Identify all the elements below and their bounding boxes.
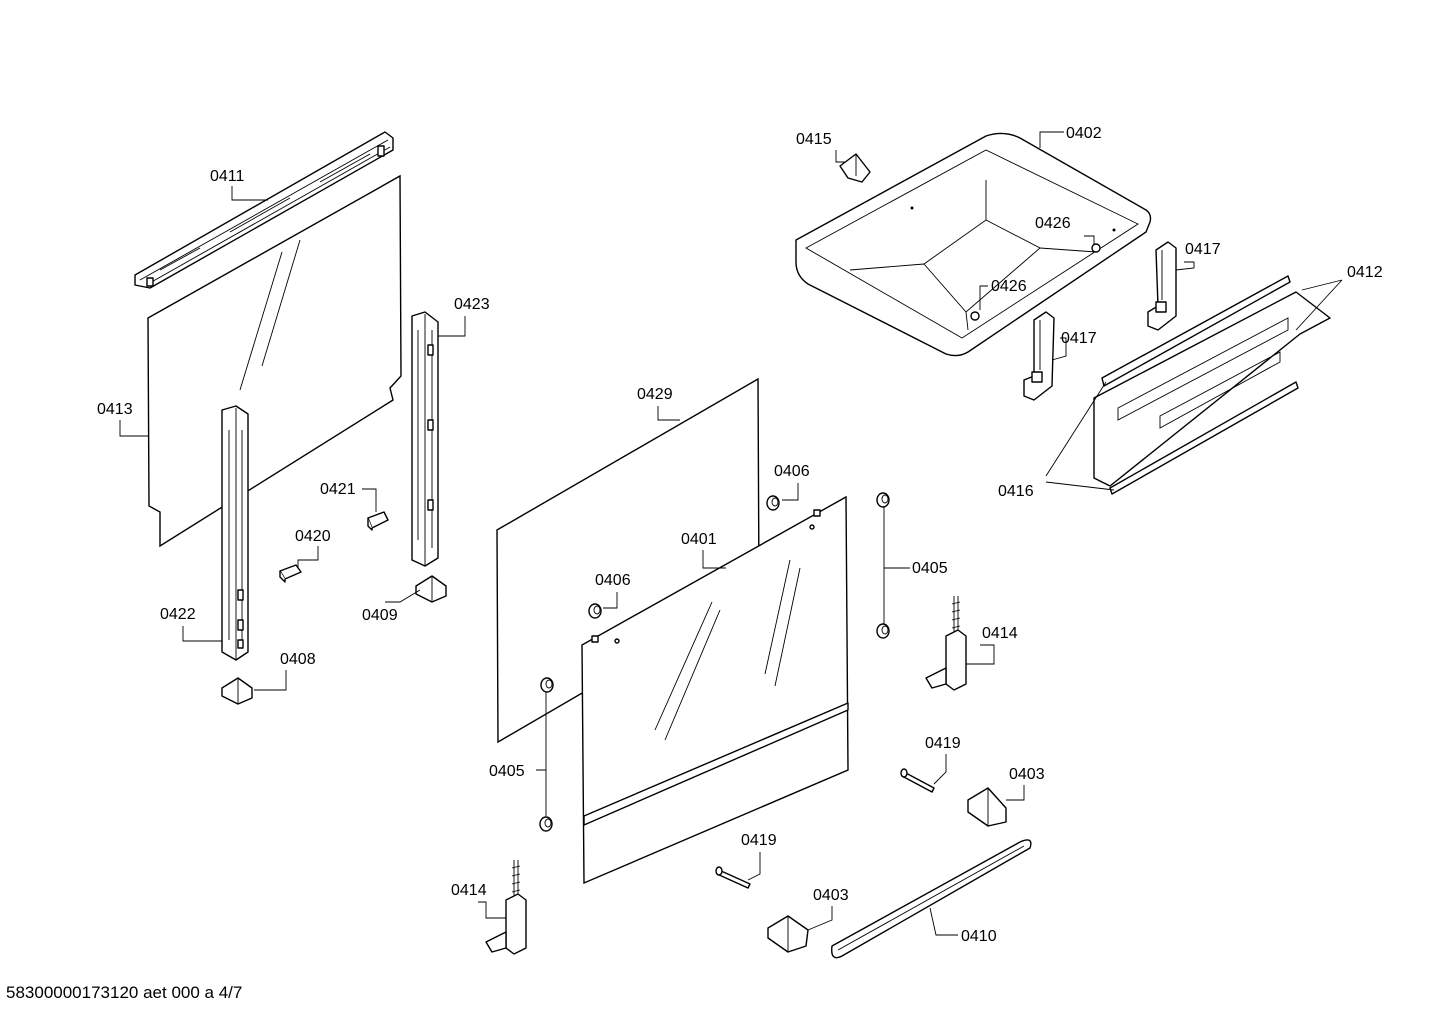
- part-0410-handle-bar: [831, 839, 1032, 959]
- callout-0405-b: 0405: [489, 763, 525, 780]
- part-0408-hinge-bracket: [221, 677, 253, 705]
- part-0419-screw-b: [715, 866, 751, 889]
- callout-0423: 0423: [454, 296, 490, 313]
- callout-0422: 0422: [160, 606, 196, 623]
- drawing-reference-footer: 58300000173120 aet 000 a 4/7: [6, 983, 243, 1002]
- callout-0429: 0429: [637, 386, 673, 403]
- callout-0406-b: 0406: [595, 572, 631, 589]
- part-0420-clip: [279, 564, 302, 583]
- callout-0419-a: 0419: [925, 735, 961, 752]
- part-0421-clip: [367, 511, 389, 531]
- callout-0414-b: 0414: [451, 882, 487, 899]
- part-0403-end-cap-b: [767, 915, 809, 953]
- callout-0406-a: 0406: [774, 463, 810, 480]
- part-0406-spacer-b: [588, 603, 602, 619]
- part-0417-runner-a: [1147, 241, 1177, 331]
- part-0403-end-cap-a: [967, 787, 1007, 827]
- callout-labels: 0411 0413 0423 0421 0420 0409 0422 0408 …: [97, 125, 1383, 945]
- callout-0415: 0415: [796, 131, 832, 148]
- part-0415-bracket: [839, 153, 871, 183]
- callout-0426-b: 0426: [991, 278, 1027, 295]
- callout-0420: 0420: [295, 528, 331, 545]
- callout-0416: 0416: [998, 483, 1034, 500]
- callout-0421: 0421: [320, 481, 356, 498]
- part-0413-glass-panel: [147, 174, 402, 548]
- callout-0417-a: 0417: [1185, 241, 1221, 258]
- callout-0401: 0401: [681, 531, 717, 548]
- part-0401-door-panel: [581, 495, 849, 885]
- callout-0414-a: 0414: [982, 625, 1018, 642]
- callout-0409: 0409: [362, 607, 398, 624]
- callout-0411: 0411: [210, 168, 245, 185]
- part-0416-front-panel: [1093, 291, 1331, 487]
- callout-0413: 0413: [97, 401, 133, 418]
- callout-0403-a: 0403: [1009, 766, 1045, 783]
- callout-0426-a: 0426: [1035, 215, 1071, 232]
- callout-0402: 0402: [1066, 125, 1102, 142]
- part-0406-spacer-a: [766, 495, 780, 511]
- part-0422-side-rail: [221, 405, 249, 661]
- callout-0410: 0410: [961, 928, 997, 945]
- part-0402-baking-tray: [795, 132, 1152, 357]
- callout-0405-a: 0405: [912, 560, 948, 577]
- part-0414-hinge-right: [925, 596, 967, 691]
- part-0417-runner-b: [1023, 311, 1055, 401]
- callout-0408: 0408: [280, 651, 316, 668]
- part-0405-spacer-c: [540, 677, 554, 693]
- part-0409-hinge-bracket: [415, 575, 447, 603]
- part-0412-rail-top: [1101, 275, 1291, 387]
- part-0419-screw-a: [900, 768, 935, 793]
- callout-0417-b: 0417: [1061, 330, 1097, 347]
- part-0405-spacer-a: [876, 492, 890, 508]
- callout-0412: 0412: [1347, 264, 1383, 281]
- part-0423-side-rail: [411, 311, 439, 567]
- part-0405-spacer-b: [876, 623, 890, 639]
- part-0405-spacer-d: [539, 816, 553, 832]
- callout-0403-b: 0403: [813, 887, 849, 904]
- part-0411-trim-strip: [134, 131, 394, 289]
- callout-0419-b: 0419: [741, 832, 777, 849]
- part-0414-hinge-left: [485, 860, 527, 955]
- leader-lines: [119, 131, 1343, 936]
- part-0416-rail-bottom: [1109, 381, 1299, 495]
